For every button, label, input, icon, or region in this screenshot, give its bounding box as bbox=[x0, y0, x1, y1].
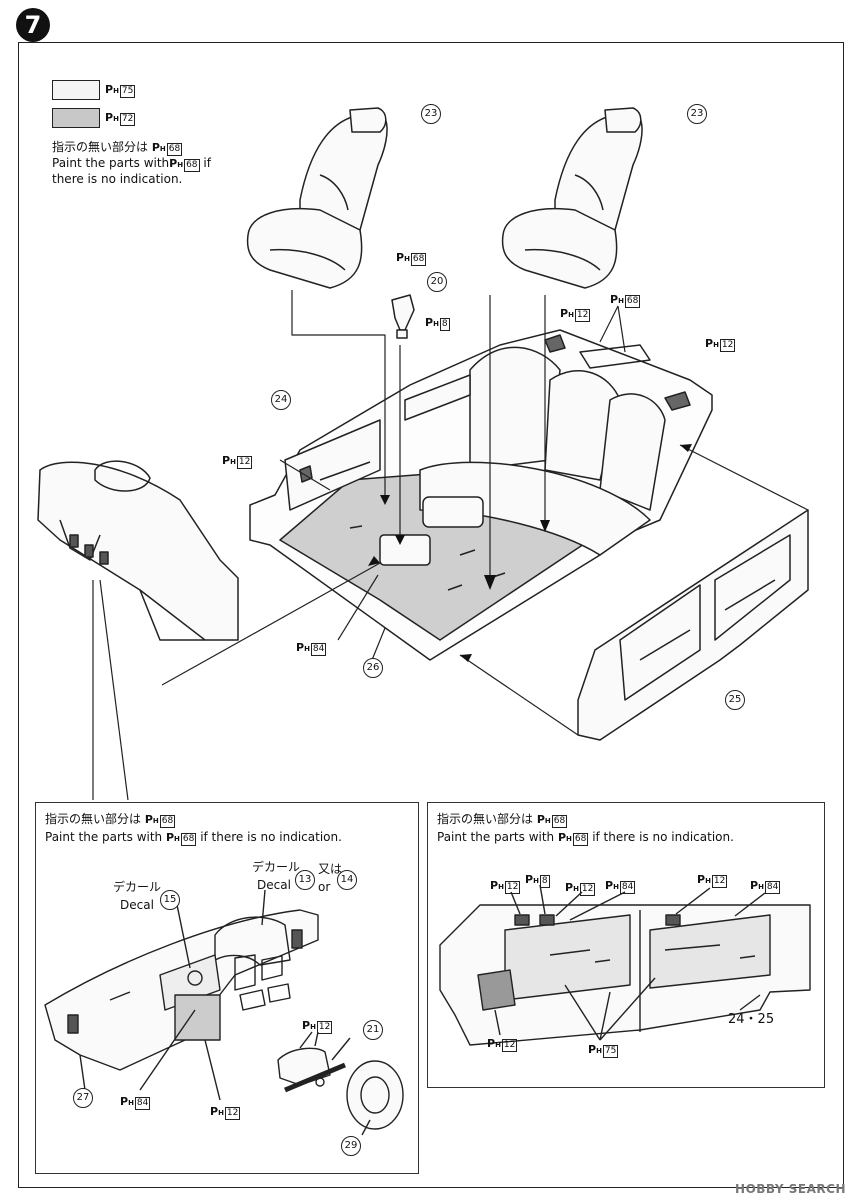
dashboard bbox=[37, 460, 239, 641]
part-24-25: 24・25 bbox=[728, 1012, 775, 1027]
legend-swatch-75 bbox=[52, 80, 100, 100]
dashboard-detail-panel bbox=[35, 802, 419, 1174]
front-seat-left bbox=[246, 107, 388, 289]
interior-tub bbox=[249, 329, 713, 661]
watermark-logo: HOBBY SEARCH bbox=[735, 1182, 846, 1196]
decal-14: 14 bbox=[337, 870, 357, 890]
part-24: 24 bbox=[271, 390, 291, 410]
part-21: 21 bbox=[363, 1020, 383, 1040]
part-29: 29 bbox=[341, 1136, 361, 1156]
decal13-en: Decal bbox=[257, 878, 291, 892]
part-27: 27 bbox=[73, 1088, 93, 1108]
decal-13: 13 bbox=[295, 870, 315, 890]
decal-or-jp: 又は bbox=[318, 862, 343, 876]
instruction-frame bbox=[18, 42, 844, 1188]
decal13-jp: デカール bbox=[252, 860, 301, 874]
decal15-jp: デカール bbox=[113, 880, 162, 894]
decal15-en: Decal bbox=[120, 898, 154, 912]
step-number: 7 bbox=[16, 8, 50, 42]
legend-note-en2: there is no indication. bbox=[52, 172, 183, 186]
part-26: 26 bbox=[363, 658, 383, 678]
part-23-right: 23 bbox=[687, 104, 707, 124]
front-seat-right bbox=[501, 107, 643, 289]
decal-15: 15 bbox=[160, 890, 180, 910]
door-detail-panel bbox=[427, 802, 825, 1088]
side-door-panel bbox=[577, 509, 809, 741]
decal-or-en: or bbox=[318, 880, 331, 894]
legend-swatch-72 bbox=[52, 108, 100, 128]
part-25: 25 bbox=[725, 690, 745, 710]
shift-knob bbox=[391, 294, 415, 339]
part-20: 20 bbox=[427, 272, 447, 292]
part-23-left: 23 bbox=[421, 104, 441, 124]
